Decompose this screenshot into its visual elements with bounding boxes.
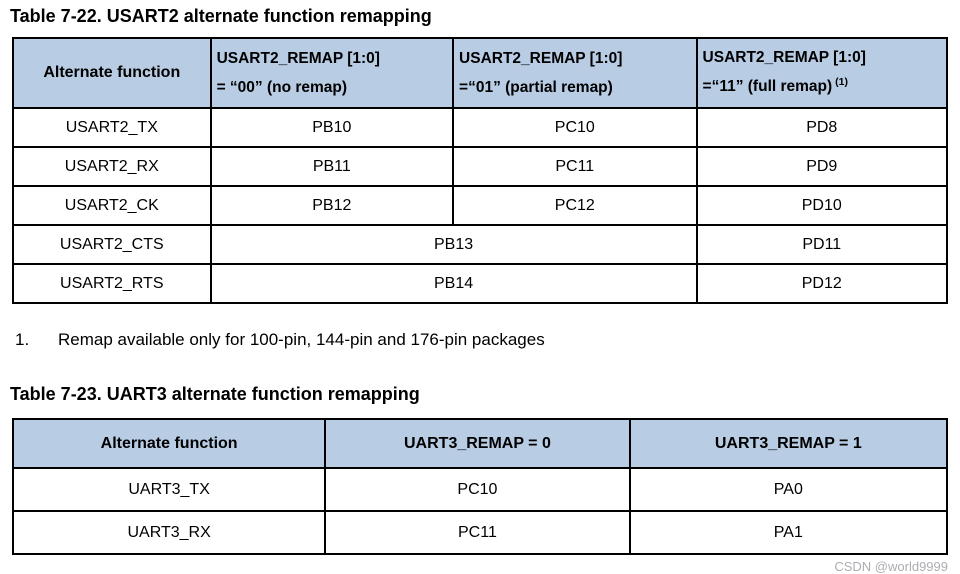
cell-partial-remap: PC11 xyxy=(452,146,698,187)
footnote: 1. Remap available only for 100-pin, 144… xyxy=(10,330,948,350)
cell-full-remap: PD10 xyxy=(695,185,949,226)
cell-function: USART2_RX xyxy=(12,146,212,187)
column-header-line2: =“01” (partial remap) xyxy=(459,79,613,96)
cell-full-remap: PD11 xyxy=(695,224,949,265)
table-row: UART3_TX PC10 PA0 xyxy=(11,467,949,512)
table-header-row: Alternate function USART2_REMAP [1:0] = … xyxy=(12,37,949,109)
column-header-line1: USART2_REMAP [1:0] xyxy=(702,49,866,66)
cell-remap0: PC10 xyxy=(324,467,631,512)
cell-merged-remap: PB13 xyxy=(209,224,698,265)
footnote-number: 1. xyxy=(15,330,30,349)
cell-no-remap: PB11 xyxy=(209,146,455,187)
cell-function: USART2_RTS xyxy=(12,263,212,304)
column-header-partial-remap: USART2_REMAP [1:0] =“01” (partial remap) xyxy=(452,37,698,109)
cell-remap1: PA1 xyxy=(628,510,949,555)
footnote-reference-superscript: (1) xyxy=(835,76,849,88)
column-header-line1: USART2_REMAP [1:0] xyxy=(216,50,380,67)
csdn-watermark: CSDN @world9999 xyxy=(834,559,948,574)
column-header-alternate-function: Alternate function xyxy=(12,37,212,109)
cell-full-remap: PD8 xyxy=(695,107,949,148)
column-header-alternate-function: Alternate function xyxy=(11,418,327,469)
cell-partial-remap: PC12 xyxy=(452,185,698,226)
cell-remap0: PC11 xyxy=(324,510,631,555)
cell-partial-remap: PC10 xyxy=(452,107,698,148)
cell-function: USART2_CTS xyxy=(12,224,212,265)
cell-full-remap: PD9 xyxy=(695,146,949,187)
column-header-full-remap: USART2_REMAP [1:0] =“11” (full remap)(1) xyxy=(695,37,949,109)
footnote-text: Remap available only for 100-pin, 144-pi… xyxy=(58,330,545,349)
cell-function: UART3_TX xyxy=(11,467,327,512)
table-row: USART2_CTS PB13 PD11 xyxy=(12,224,949,265)
column-header-no-remap: USART2_REMAP [1:0] = “00” (no remap) xyxy=(209,37,455,109)
table-722-title: Table 7-22. USART2 alternate function re… xyxy=(10,6,432,26)
cell-no-remap: PB12 xyxy=(209,185,455,226)
column-header-remap0: UART3_REMAP = 0 xyxy=(324,418,631,469)
cell-function: USART2_CK xyxy=(12,185,212,226)
cell-function: USART2_TX xyxy=(12,107,212,148)
column-header-line1: USART2_REMAP [1:0] xyxy=(459,50,623,67)
cell-merged-remap: PB14 xyxy=(209,263,698,304)
column-header-line2: = “00” (no remap) xyxy=(216,79,348,96)
table-row: UART3_RX PC11 PA1 xyxy=(11,510,949,555)
column-header-remap1: UART3_REMAP = 1 xyxy=(628,418,949,469)
table-row: USART2_CK PB12 PC12 PD10 xyxy=(12,185,949,226)
cell-remap1: PA0 xyxy=(628,467,949,512)
table-row: USART2_TX PB10 PC10 PD8 xyxy=(12,107,949,148)
table-722-usart2-remapping: Alternate function USART2_REMAP [1:0] = … xyxy=(12,37,949,304)
cell-full-remap: PD12 xyxy=(695,263,949,304)
table-header-row: Alternate function UART3_REMAP = 0 UART3… xyxy=(11,418,949,469)
column-header-line2: =“11” (full remap)(1) xyxy=(703,72,943,103)
table-row: USART2_RTS PB14 PD12 xyxy=(12,263,949,304)
cell-no-remap: PB10 xyxy=(209,107,455,148)
table-723-title: Table 7-23. UART3 alternate function rem… xyxy=(10,384,420,404)
table-723-uart3-remapping: Alternate function UART3_REMAP = 0 UART3… xyxy=(11,418,949,555)
column-header-line2-text: =“11” (full remap) xyxy=(702,78,833,95)
table-row: USART2_RX PB11 PC11 PD9 xyxy=(12,146,949,187)
cell-function: UART3_RX xyxy=(11,510,327,555)
